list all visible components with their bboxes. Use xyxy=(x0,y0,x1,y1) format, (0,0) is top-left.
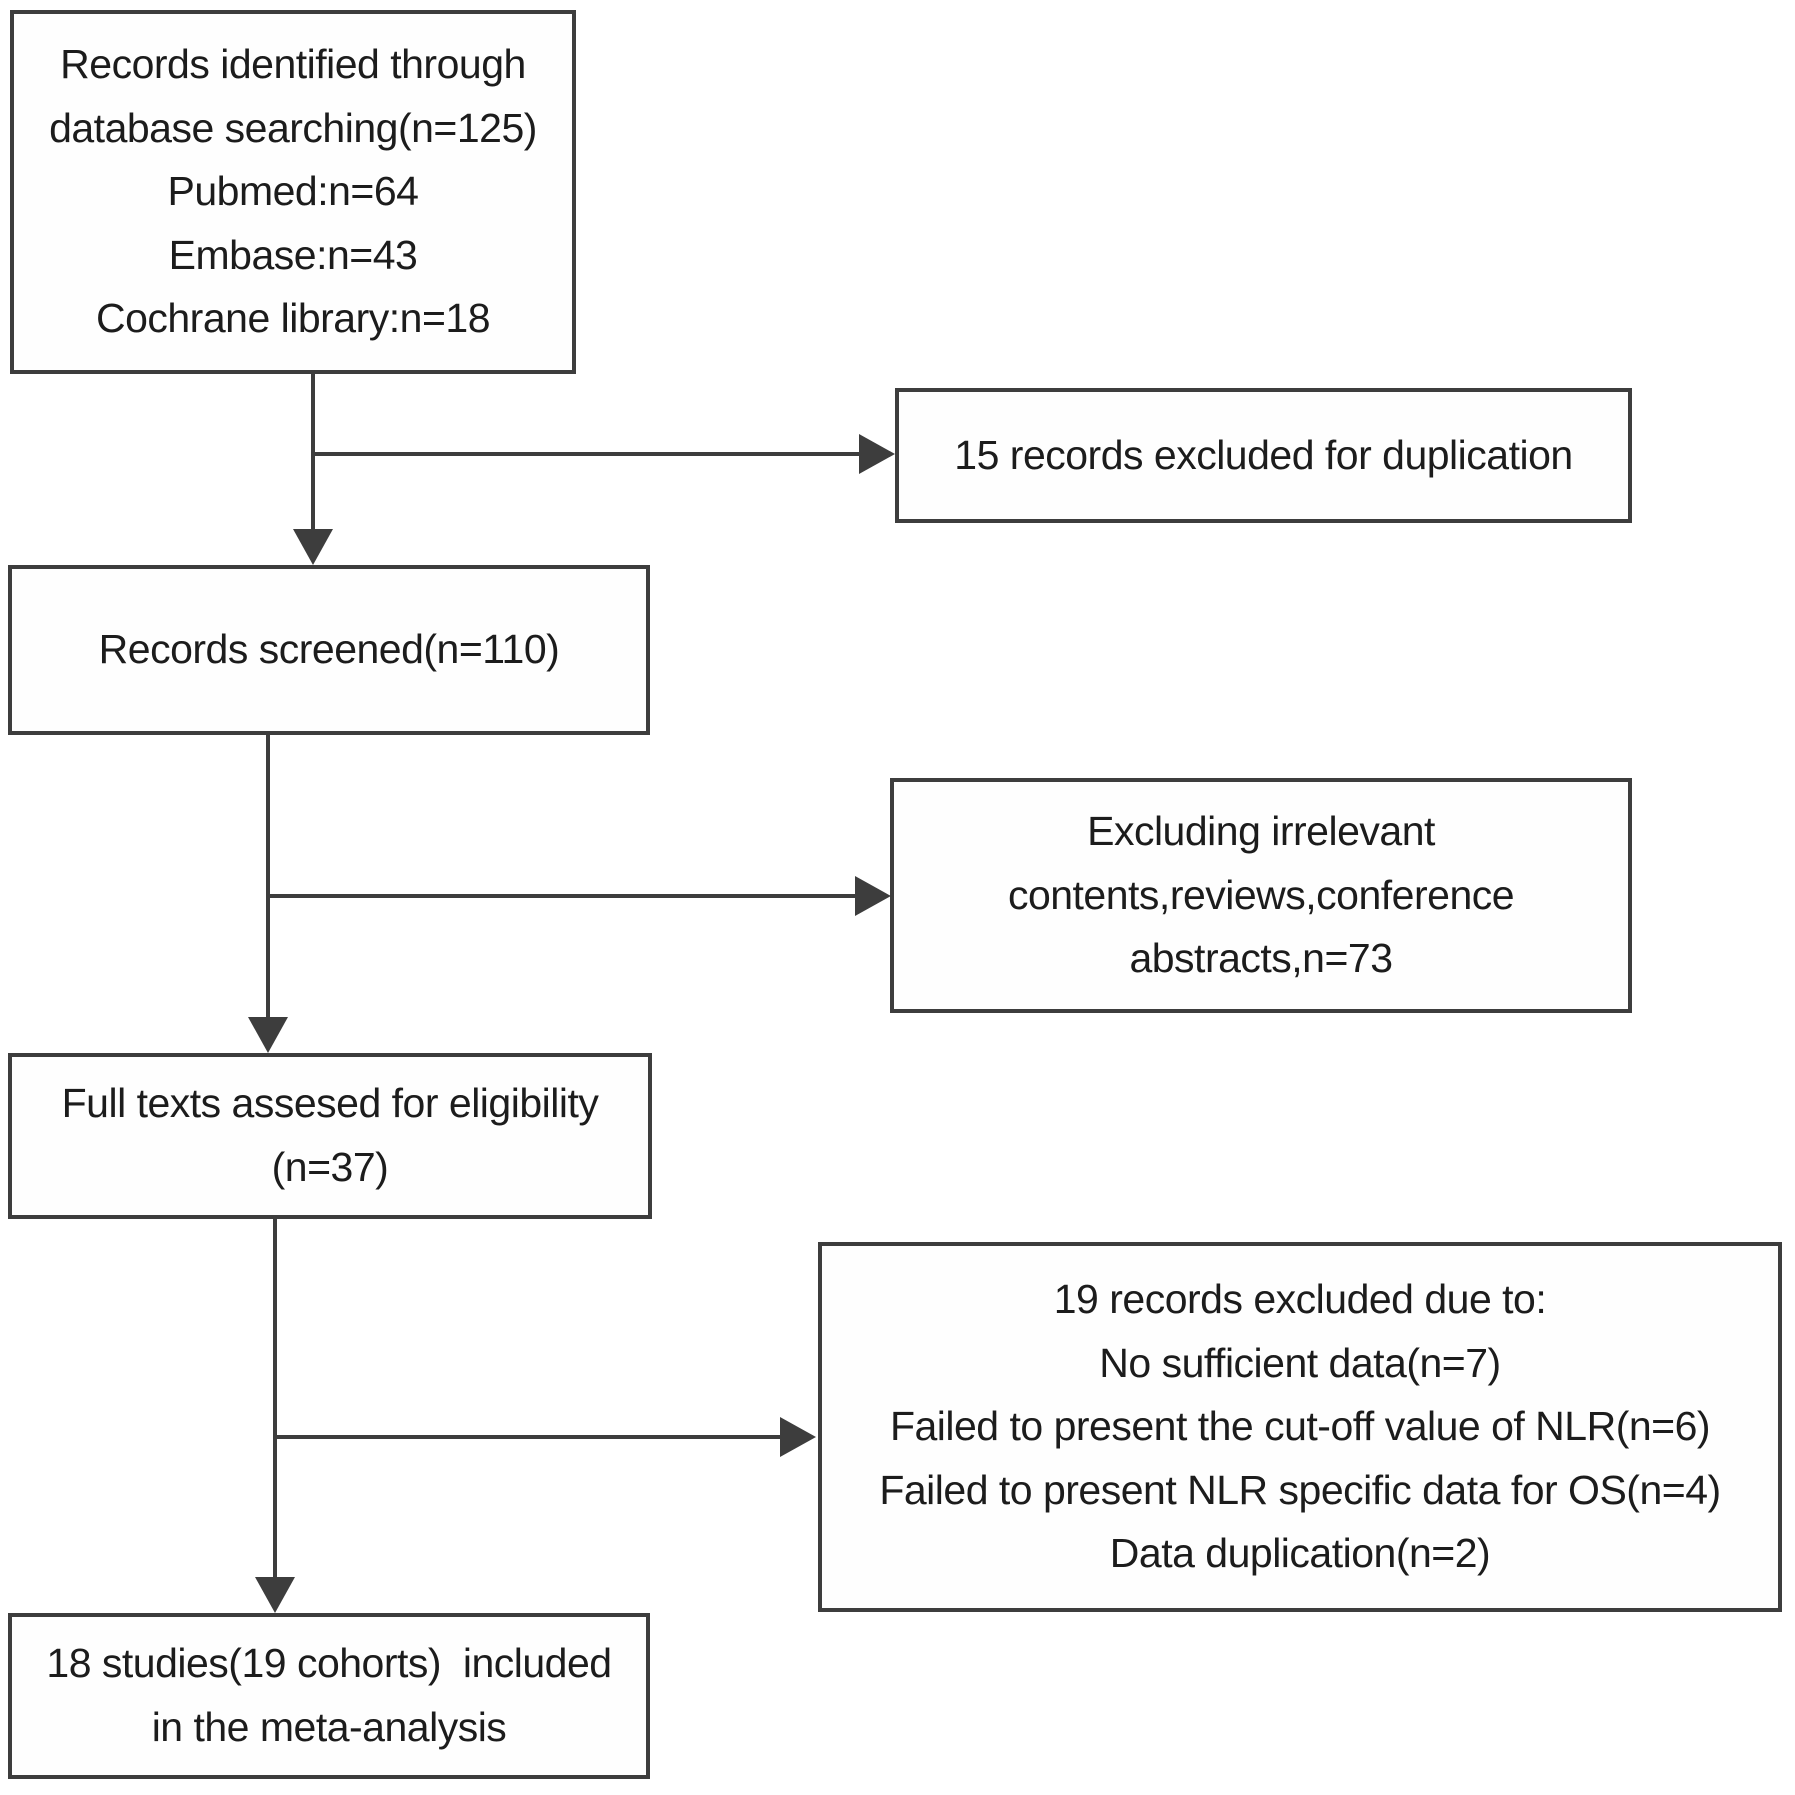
box-text-line: 15 records excluded for duplication xyxy=(954,431,1573,478)
box-text-line: 18 studies(19 cohorts) included xyxy=(46,1640,612,1687)
box-text-line: database searching(n=125) xyxy=(49,104,537,151)
box-records-identified: Records identified through database sear… xyxy=(10,10,576,374)
connector-to-duplication-line xyxy=(313,452,859,456)
box-text-line: abstracts,n=73 xyxy=(1129,935,1393,982)
box-text-line: Excluding irrelevant xyxy=(1087,808,1435,855)
box-text-line: Pubmed:n=64 xyxy=(167,168,419,215)
arrowhead-right-icon xyxy=(859,434,895,474)
box-text-line: Embase:n=43 xyxy=(168,231,418,278)
connector-eligibility-to-included-line xyxy=(273,1218,277,1577)
box-text-line: contents,reviews,conference xyxy=(1007,871,1515,918)
box-text-line: No sufficient data(n=7) xyxy=(1099,1339,1501,1386)
connector-to-excluded19-line xyxy=(275,1435,780,1439)
box-records-screened: Records screened(n=110) xyxy=(8,565,650,735)
box-text-line: in the meta-analysis xyxy=(151,1704,507,1750)
box-excluded-fulltext-reasons: 19 records excluded due to: No sufficien… xyxy=(818,1242,1782,1612)
box-text-line: Records screened(n=110) xyxy=(98,626,560,673)
box-text-line: (n=37) xyxy=(271,1144,389,1190)
box-text-line: Full texts assesed for eligibility xyxy=(61,1080,599,1127)
arrowhead-right-icon xyxy=(855,876,891,916)
arrowhead-down-icon xyxy=(293,529,333,565)
box-text-line: 19 records excluded due to: xyxy=(1053,1276,1547,1323)
connector-to-irrelevant-line xyxy=(268,894,855,898)
arrowhead-right-icon xyxy=(780,1417,816,1457)
arrowhead-down-icon xyxy=(255,1577,295,1613)
box-excluded-duplication: 15 records excluded for duplication xyxy=(895,388,1632,523)
box-studies-included: 18 studies(19 cohorts) included in the m… xyxy=(8,1613,650,1779)
box-excluded-irrelevant: Excluding irrelevant contents,reviews,co… xyxy=(890,778,1632,1013)
connector-identified-to-screened-line xyxy=(311,373,315,529)
connector-screened-to-eligibility-line xyxy=(266,733,270,1017)
box-text-line: Failed to present the cut-off value of N… xyxy=(889,1403,1711,1450)
box-text-line: Failed to present NLR specific data for … xyxy=(879,1466,1721,1513)
box-text-line: Cochrane library:n=18 xyxy=(95,295,491,342)
box-text-line: Records identified through xyxy=(60,41,526,88)
box-text-line: Data duplication(n=2) xyxy=(1109,1530,1491,1577)
arrowhead-down-icon xyxy=(248,1017,288,1053)
box-fulltext-eligibility: Full texts assesed for eligibility (n=37… xyxy=(8,1053,652,1219)
